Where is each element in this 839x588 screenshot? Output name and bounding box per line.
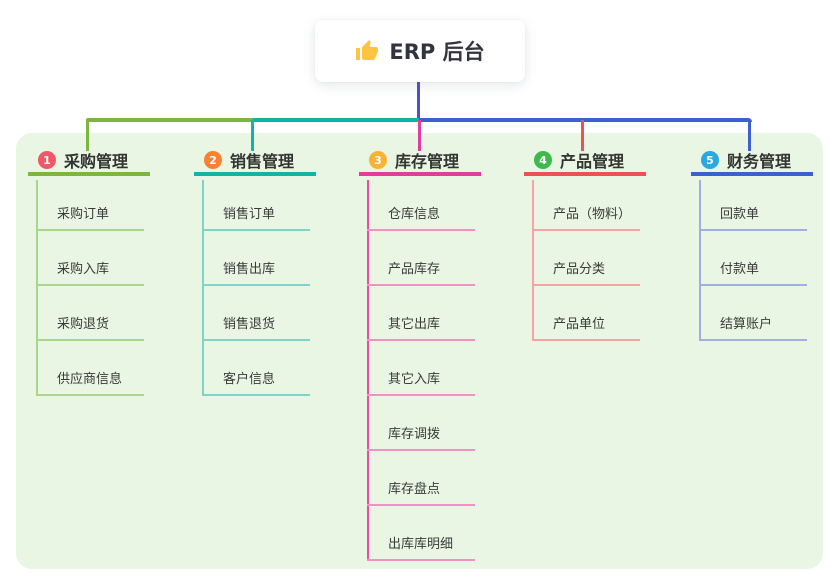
mindmap-item[interactable]: 产品分类 <box>532 254 640 286</box>
branch-label: 产品管理 <box>560 152 625 171</box>
thumbs-up-icon <box>355 39 379 63</box>
mindmap-item[interactable]: 产品库存 <box>367 254 475 286</box>
mindmap-item[interactable]: 出库库明细 <box>367 529 475 561</box>
mindmap-item[interactable]: 付款单 <box>699 254 807 286</box>
branch-purchase-management: 1 采购管理 采购订单采购入库采购退货供应商信息 <box>28 148 150 396</box>
branch-label: 销售管理 <box>230 152 295 171</box>
branch-number-badge: 2 <box>204 151 222 169</box>
drop-connector-branch3 <box>418 120 421 151</box>
mindmap-item[interactable]: 产品单位 <box>532 309 640 341</box>
branch-label: 采购管理 <box>64 152 129 171</box>
branch-label: 财务管理 <box>727 152 792 171</box>
branch-sales-management: 2 销售管理 销售订单销售出库销售退货客户信息 <box>194 148 316 396</box>
branch-number-badge: 4 <box>534 151 552 169</box>
branch-label: 库存管理 <box>395 152 460 171</box>
trunk-segment-branch1 <box>86 118 254 122</box>
branch-node[interactable]: 3 库存管理 <box>359 148 481 176</box>
mindmap-item[interactable]: 供应商信息 <box>36 364 144 396</box>
drop-connector-branch4 <box>581 120 584 151</box>
mindmap-item[interactable]: 产品（物料） <box>532 199 640 231</box>
mindmap-item[interactable]: 采购退货 <box>36 309 144 341</box>
branch-inventory-management: 3 库存管理 仓库信息产品库存其它出库其它入库库存调拨库存盘点出库库明细 <box>359 148 481 561</box>
mindmap-item[interactable]: 结算账户 <box>699 309 807 341</box>
branch-product-management: 4 产品管理 产品（物料） 产品分类产品单位 <box>524 148 646 341</box>
branch-rail <box>36 180 38 396</box>
branch-node[interactable]: 2 销售管理 <box>194 148 316 176</box>
branch-node[interactable]: 4 产品管理 <box>524 148 646 176</box>
root-connector-stem <box>417 82 420 120</box>
drop-connector-branch2 <box>251 120 254 151</box>
mindmap-item[interactable]: 库存盘点 <box>367 474 475 506</box>
branch-rail <box>367 180 369 561</box>
mindmap-item[interactable]: 采购入库 <box>36 254 144 286</box>
mindmap-item[interactable]: 销售退货 <box>202 309 310 341</box>
mindmap-item[interactable]: 其它入库 <box>367 364 475 396</box>
branch-node[interactable]: 5 财务管理 <box>691 148 813 176</box>
branch-finance-management: 5 财务管理 回款单付款单结算账户 <box>691 148 813 341</box>
mindmap-item[interactable]: 销售出库 <box>202 254 310 286</box>
mindmap-item[interactable]: 仓库信息 <box>367 199 475 231</box>
branch-node[interactable]: 1 采购管理 <box>28 148 150 176</box>
mindmap-item[interactable]: 客户信息 <box>202 364 310 396</box>
root-node-label: ERP 后台 <box>389 40 485 64</box>
mindmap-item[interactable]: 回款单 <box>699 199 807 231</box>
mindmap-background-panel <box>16 133 823 569</box>
mindmap-item[interactable]: 库存调拨 <box>367 419 475 451</box>
branch-rail <box>699 180 701 341</box>
drop-connector-branch5 <box>748 120 751 151</box>
mindmap-item[interactable]: 其它出库 <box>367 309 475 341</box>
mindmap-item[interactable]: 销售订单 <box>202 199 310 231</box>
root-node[interactable]: ERP 后台 <box>315 20 525 82</box>
branch-number-badge: 3 <box>369 151 387 169</box>
mindmap-item[interactable]: 采购订单 <box>36 199 144 231</box>
trunk-segment-branch5 <box>419 118 752 122</box>
trunk-segment-branch2 <box>252 118 420 122</box>
branch-number-badge: 1 <box>38 151 56 169</box>
branch-number-badge: 5 <box>701 151 719 169</box>
drop-connector-branch1 <box>86 120 89 151</box>
branch-rail <box>202 180 204 396</box>
branch-rail <box>532 180 534 341</box>
